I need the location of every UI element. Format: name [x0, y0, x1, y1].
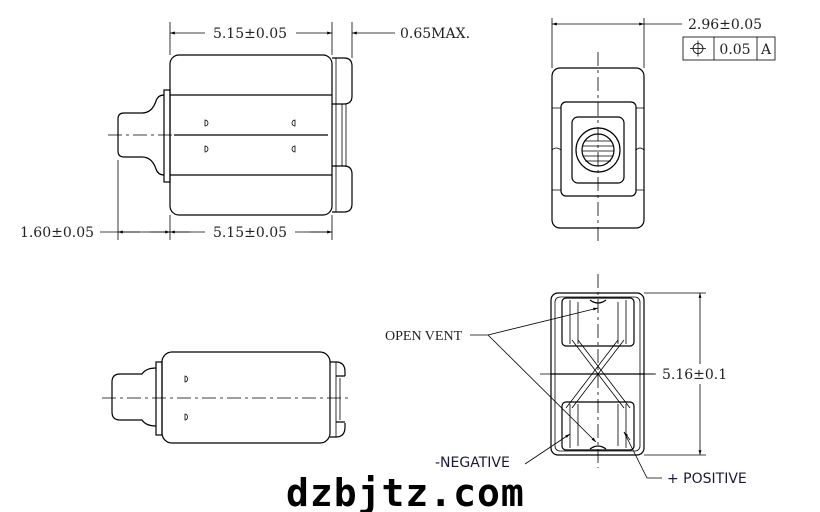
- label-negative: -NEGATIVE: [435, 455, 510, 471]
- dim-bottom-length: 5.15±0.05: [213, 225, 287, 241]
- side-view-top: [108, 54, 353, 216]
- tolerance-datum: A: [760, 42, 772, 58]
- watermark: dzbjtz.com: [286, 471, 525, 512]
- dimension-height: 5.16±0.1: [644, 292, 742, 456]
- dim-terminal-length: 1.60±0.05: [20, 225, 94, 241]
- callouts: OPEN VENT -NEGATIVE + POSITIVE: [385, 307, 747, 487]
- side-view-bottom: [102, 351, 352, 444]
- dimension-bottom-length: 1.60±0.05 5.15±0.05: [20, 160, 333, 241]
- dimension-width: 2.96±0.05: [551, 17, 762, 68]
- dim-cap-max: 0.65MAX.: [400, 26, 470, 42]
- position-tolerance-frame: 0.05 A: [682, 36, 776, 61]
- dimension-top-length: 5.15±0.05 0.65MAX.: [169, 22, 470, 58]
- dim-width: 2.96±0.05: [688, 17, 762, 33]
- label-positive: + POSITIVE: [667, 471, 747, 487]
- dim-top-length: 5.15±0.05: [213, 26, 287, 42]
- bottom-view: [540, 274, 655, 468]
- label-open-vent: OPEN VENT: [385, 329, 463, 344]
- dim-height: 5.16±0.1: [662, 367, 727, 383]
- tolerance-value: 0.05: [719, 42, 750, 58]
- end-view: [551, 52, 645, 242]
